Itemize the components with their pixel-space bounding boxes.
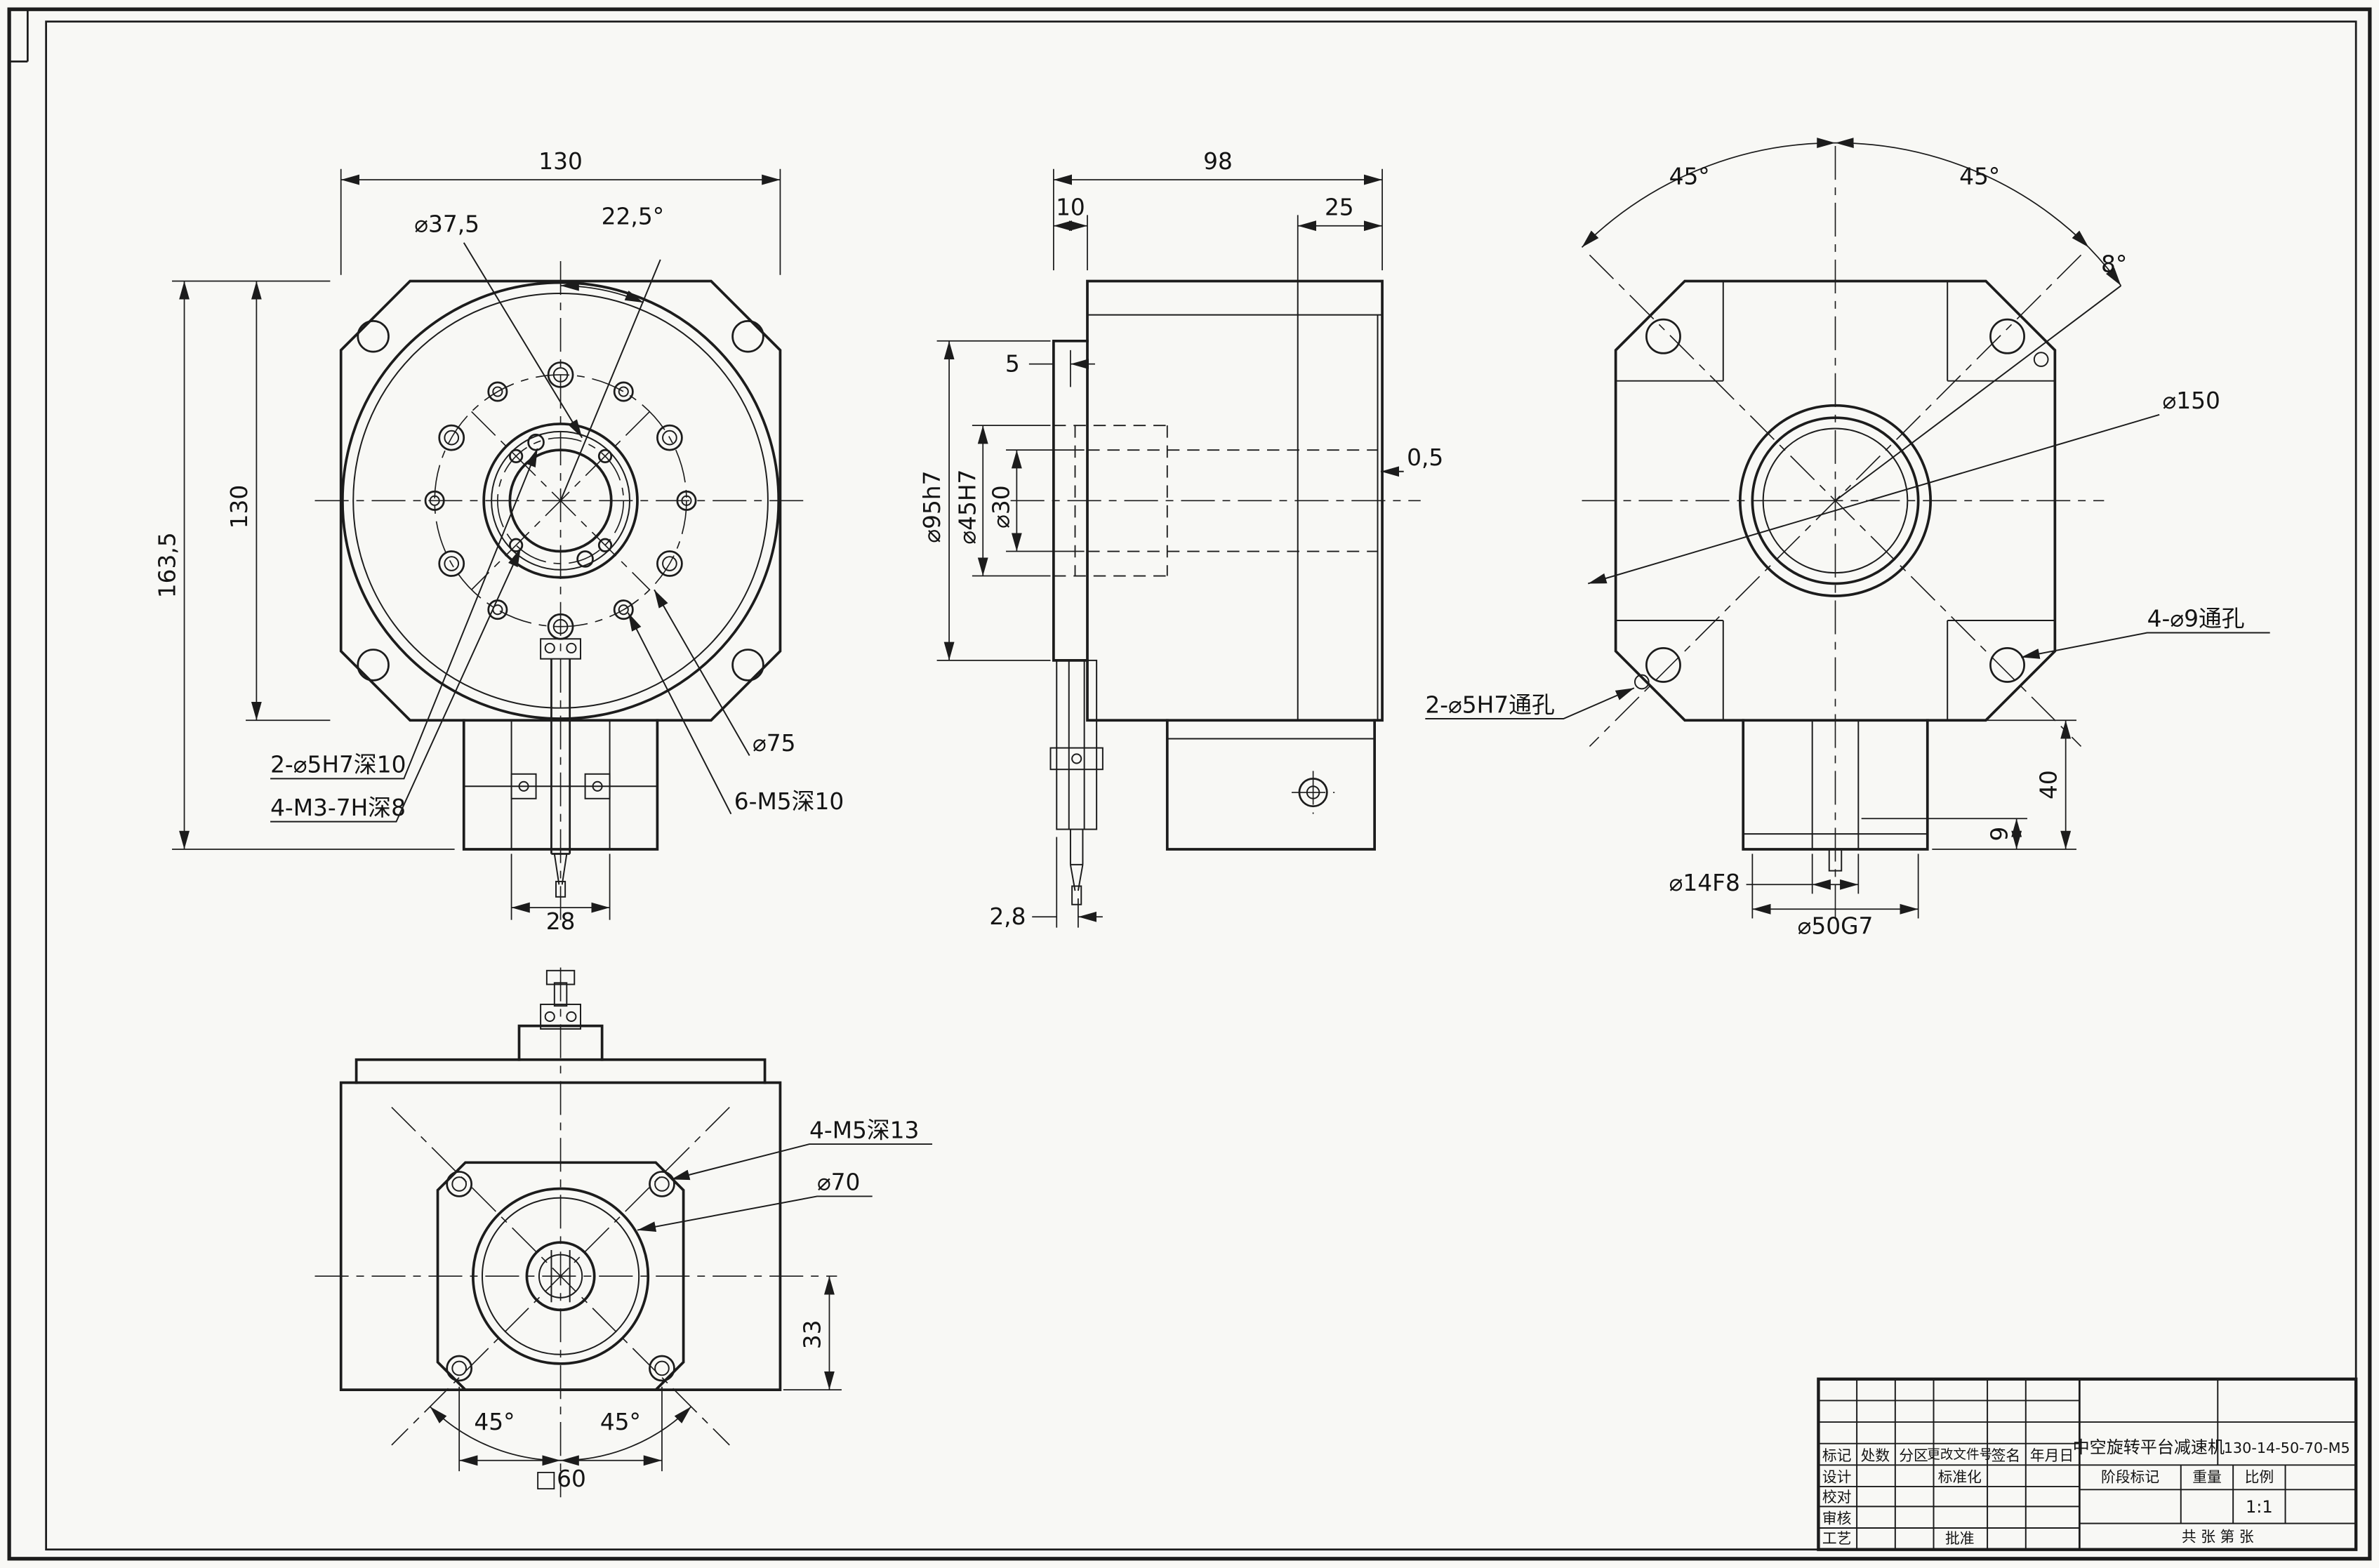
tb-col-mark: 标记 — [1822, 1447, 1852, 1464]
tb-approve: 批准 — [1945, 1530, 1975, 1547]
front-view: 22,5° ⌀37,5 130 163,5 130 28 2-⌀5H7深10 4… — [154, 148, 844, 935]
side-plate-dim: 10 — [1056, 194, 1085, 220]
side-pin-offset-dim: 2,8 — [989, 903, 1026, 930]
front-motor-tab — [462, 638, 659, 898]
side-clamp-collar — [1049, 659, 1104, 905]
front-m5-holes-note: 6-M5深10 — [734, 788, 844, 815]
front-tab-width-dim: 28 — [546, 908, 576, 935]
back-pin-holes-note: 2-⌀5H7通孔 — [1425, 691, 1554, 718]
front-height-dim: 130 — [226, 485, 253, 529]
sheet-border — [7, 7, 2372, 1561]
back-shaft-step-dim: 9 — [1987, 827, 2013, 842]
side-rear-dim: 25 — [1325, 194, 1354, 220]
bottom-view: 4-M5深13 ⌀70 33 45° 45° □60 — [314, 967, 933, 1498]
title-block: 标记 处数 分区 更改文件号 签名 年月日 设计 校对 审核 工艺 标准化 批准… — [1817, 1377, 2358, 1551]
back-angle-left-dim: 45° — [1669, 164, 1710, 190]
back-angle-right-dim: 45° — [1959, 164, 2000, 190]
front-angle-dim: 22,5° — [602, 204, 664, 230]
back-through-holes-note: 4-⌀9通孔 — [2147, 606, 2245, 632]
front-center-lines — [314, 261, 807, 922]
front-m3-holes-note: 4-M3-7H深8 — [270, 795, 406, 821]
tb-scale: 比例 — [2245, 1468, 2274, 1485]
front-height-total-dim: 163,5 — [154, 532, 180, 598]
bottom-square-dim: □60 — [535, 1466, 586, 1492]
tb-scale-value: 1:1 — [2246, 1497, 2273, 1517]
side-step-dim: 0,5 — [1407, 444, 1443, 471]
tb-row-audit: 审核 — [1822, 1510, 1852, 1527]
side-spigot-dim: ⌀95h7 — [919, 471, 946, 543]
bottom-m5-holes-note: 4-M5深13 — [809, 1117, 919, 1143]
side-view: 98 10 25 5 ⌀95h7 ⌀45H7 ⌀30 0,5 2,8 — [919, 148, 1443, 930]
tb-col-change-file: 更改文件号 — [1927, 1448, 1992, 1463]
side-lip-dim: 5 — [1005, 351, 1020, 378]
front-bcd-small-dim: ⌀37,5 — [414, 211, 479, 237]
bottom-angle-left-dim: 45° — [474, 1409, 515, 1435]
bottom-circle-dim: ⌀70 — [817, 1169, 860, 1196]
bottom-angle-right-dim: 45° — [600, 1409, 641, 1435]
tb-row-check: 校对 — [1822, 1489, 1852, 1506]
tb-col-zone: 分区 — [1899, 1447, 1928, 1464]
tb-row-process: 工艺 — [1822, 1530, 1852, 1547]
back-spigot-dim: ⌀50G7 — [1798, 912, 1874, 939]
back-view: 45° 45° 8° ⌀150 4-⌀9通孔 2-⌀5H7通孔 40 9 ⌀14… — [1425, 138, 2270, 939]
tb-standardization: 标准化 — [1938, 1468, 1982, 1485]
side-bore-dim: ⌀30 — [988, 485, 1014, 528]
tb-weight: 重量 — [2192, 1468, 2222, 1485]
tb-model: 130-14-50-70-M5 — [2224, 1440, 2350, 1456]
tb-col-signature: 签名 — [1992, 1447, 2021, 1464]
bottom-offset-dim: 33 — [799, 1320, 826, 1349]
tb-stage-mark: 阶段标记 — [2101, 1468, 2159, 1485]
tb-col-date: 年月日 — [2030, 1447, 2074, 1464]
front-bcd-large-dim: ⌀75 — [753, 730, 795, 757]
tb-row-design: 设计 — [1822, 1468, 1852, 1485]
front-pin-holes-note: 2-⌀5H7深10 — [270, 752, 406, 778]
tb-product-name: 中空旋转平台减速机 — [2073, 1437, 2225, 1457]
tb-col-count: 处数 — [1861, 1447, 1890, 1464]
back-adapter-height-dim: 40 — [2036, 770, 2062, 799]
back-motor-adapter — [1742, 719, 1929, 872]
back-shaft-bore-dim: ⌀14F8 — [1669, 870, 1740, 896]
front-width-dim: 130 — [538, 148, 583, 175]
side-bore-mid-dim: ⌀45H7 — [954, 470, 981, 545]
tb-sheet-info: 共 张 第 张 — [2182, 1529, 2254, 1546]
side-motor-housing — [1165, 719, 1376, 851]
back-angle-small-dim: 8° — [2101, 251, 2127, 277]
back-flange-circle-dim: ⌀150 — [2163, 387, 2220, 414]
side-depth-dim: 98 — [1203, 148, 1233, 175]
